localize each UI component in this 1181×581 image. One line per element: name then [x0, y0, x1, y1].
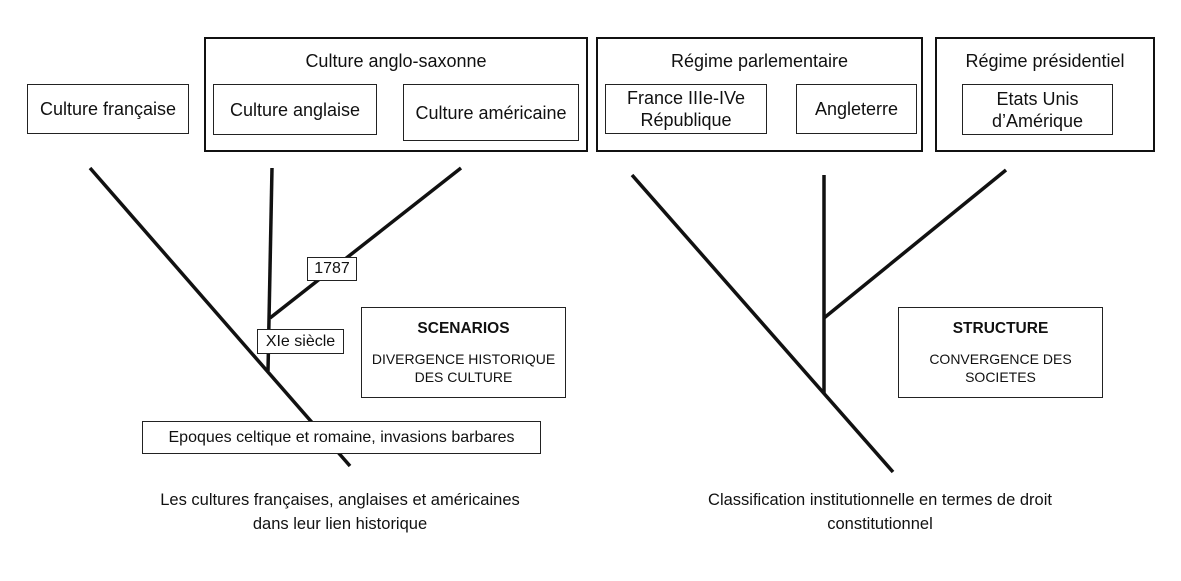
left-trunk-line	[88, 166, 352, 468]
right-caption-line2: constitutionnel	[827, 515, 933, 533]
date-1787-label: 1787	[314, 260, 350, 277]
etats-unis-line1: Etats Unis	[996, 88, 1079, 109]
right-presidentiel-branch-line	[822, 168, 1008, 320]
culture-francaise-label: Culture française	[39, 99, 177, 119]
culture-anglaise-label: Culture anglaise	[229, 99, 361, 120]
scenarios-title: SCENARIOS	[417, 319, 510, 337]
etats-unis-box: Etats Unis d’Amérique	[962, 84, 1113, 135]
left-caption-line2: dans leur lien historique	[252, 515, 428, 533]
left-caption: Les cultures françaises, anglaises et am…	[60, 488, 620, 536]
structure-concept-box: STRUCTURE CONVERGENCE DES SOCIETES	[898, 307, 1103, 398]
date-xie-siecle-label: XIe siècle	[265, 332, 336, 350]
parlementaire-group-title: Régime parlementaire	[670, 51, 849, 71]
etats-unis-line2: d’Amérique	[991, 110, 1084, 131]
culture-anglaise-box: Culture anglaise	[213, 84, 377, 135]
culture-francaise-box: Culture française	[27, 84, 189, 134]
angleterre-box: Angleterre	[796, 84, 917, 134]
date-xie-siecle-box: XIe siècle	[257, 329, 344, 354]
right-caption: Classification institutionnelle en terme…	[640, 488, 1120, 536]
parlementaire-group: Régime parlementaire France IIIe-IVe Rép…	[596, 37, 923, 152]
anglo-saxon-group-title: Culture anglo-saxonne	[305, 51, 487, 71]
culture-americaine-box: Culture américaine	[403, 84, 579, 141]
anglo-saxon-group: Culture anglo-saxonne Culture anglaise C…	[204, 37, 588, 152]
presidentiel-group-title: Régime présidentiel	[965, 51, 1125, 71]
date-1787-box: 1787	[307, 257, 357, 281]
france-republique-line1: France IIIe-IVe	[626, 88, 746, 108]
presidentiel-group: Régime présidentiel Etats Unis d’Amériqu…	[935, 37, 1155, 152]
root-epoques-label: Epoques celtique et romaine, invasions b…	[168, 428, 515, 446]
culture-americaine-label: Culture américaine	[415, 102, 567, 123]
scenarios-concept-box: SCENARIOS DIVERGENCE HISTORIQUE DES CULT…	[361, 307, 566, 398]
right-trunk-line	[630, 173, 895, 474]
france-republique-line2: République	[640, 110, 732, 130]
structure-title: STRUCTURE	[952, 319, 1049, 337]
france-republique-box: France IIIe-IVe République	[605, 84, 767, 134]
left-caption-line1: Les cultures françaises, anglaises et am…	[160, 491, 520, 509]
left-american-branch-line	[268, 166, 463, 320]
angleterre-label: Angleterre	[814, 99, 899, 119]
structure-subtitle: CONVERGENCE DES SOCIETES	[929, 350, 1072, 385]
scenarios-subtitle: DIVERGENCE HISTORIQUE DES CULTURE	[371, 350, 556, 385]
root-epoques-box: Epoques celtique et romaine, invasions b…	[142, 421, 541, 454]
right-caption-line1: Classification institutionnelle en terme…	[708, 491, 1052, 509]
